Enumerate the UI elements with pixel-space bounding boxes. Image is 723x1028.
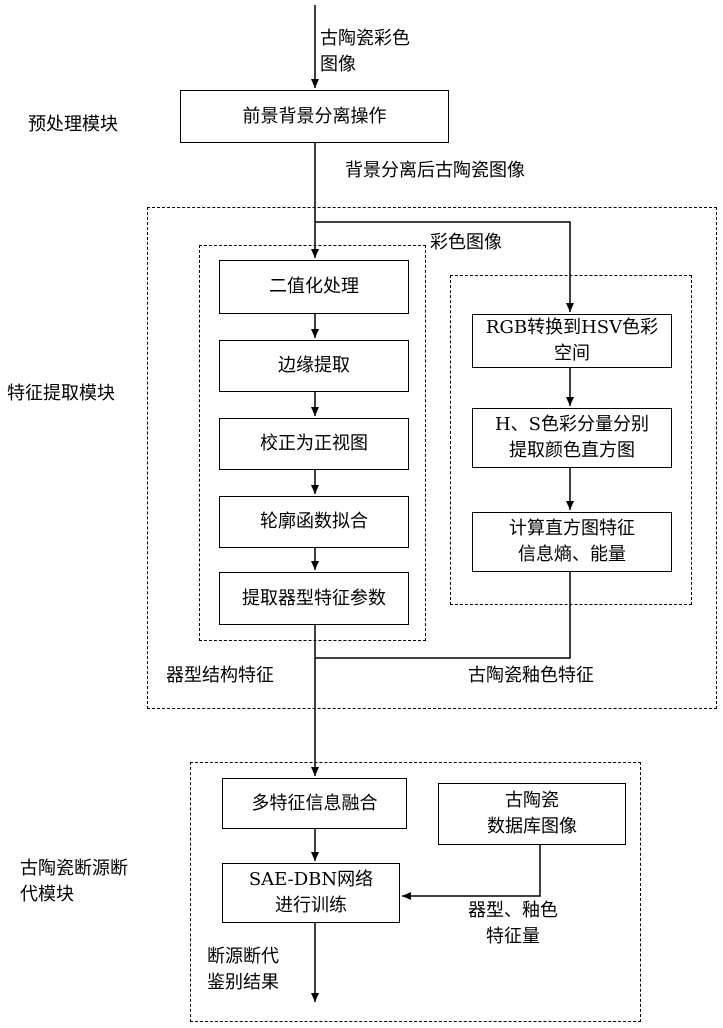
- shape-step-params: 提取器型特征参数: [219, 572, 409, 625]
- result-label: 断源断代 鉴别结果: [207, 944, 279, 996]
- shape-step-binarize: 二值化处理: [219, 260, 409, 314]
- color-step-histogram: H、S色彩分量分别 提取颜色直方图: [472, 408, 672, 468]
- input-label: 古陶瓷彩色 图像: [320, 26, 440, 78]
- database-box: 古陶瓷 数据库图像: [438, 783, 626, 845]
- foreground-separation-box: 前景背景分离操作: [180, 90, 449, 143]
- color-step-entropy: 计算直方图特征 信息熵、能量: [472, 512, 672, 572]
- color-image-label: 彩色图像: [430, 230, 502, 256]
- database-feature-label: 器型、釉色 特征量: [468, 898, 558, 950]
- preprocess-module-label: 预处理模块: [28, 112, 118, 138]
- dating-module-label: 古陶瓷断源断 代模块: [20, 856, 170, 908]
- fusion-box: 多特征信息融合: [222, 778, 407, 829]
- feature-module-label: 特征提取模块: [7, 381, 115, 407]
- color-output-label: 古陶瓷釉色特征: [468, 663, 594, 689]
- shape-step-contour: 轮廓函数拟合: [219, 496, 409, 548]
- shape-step-edge: 边缘提取: [219, 340, 409, 392]
- shape-output-label: 器型结构特征: [166, 663, 274, 689]
- preprocess-output-label: 背景分离后古陶瓷图像: [345, 158, 525, 184]
- network-box: SAE-DBN网络 进行训练: [222, 863, 400, 923]
- shape-step-rectify: 校正为正视图: [219, 418, 409, 470]
- color-step-hsv: RGB转换到HSV色彩 空间: [472, 314, 672, 368]
